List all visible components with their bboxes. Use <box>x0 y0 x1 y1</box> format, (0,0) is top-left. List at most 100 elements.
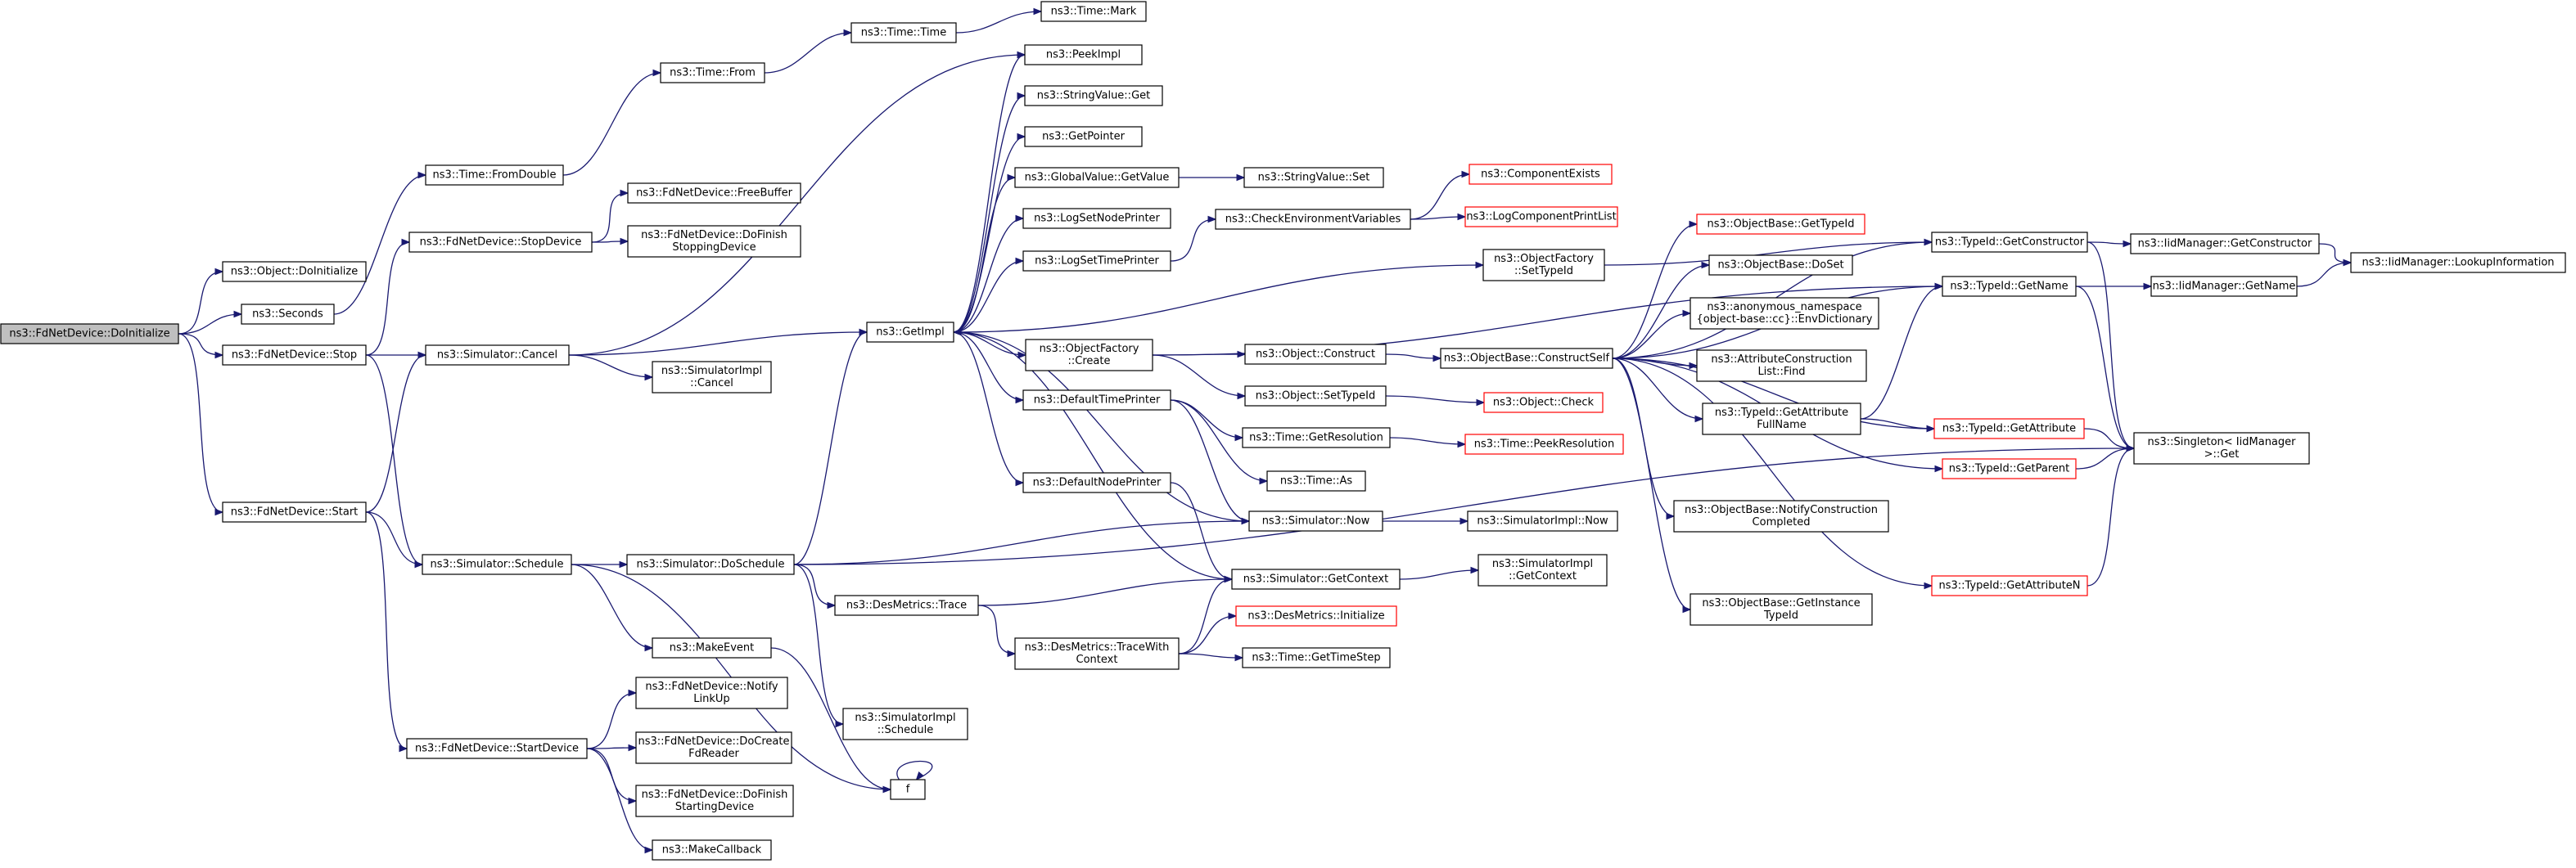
node-getTimeStep[interactable]: ns3::Time::GetTimeStep <box>1242 647 1391 668</box>
node-simNow[interactable]: ns3::Simulator::Now <box>1248 510 1383 532</box>
node-objBaseDoSet[interactable]: ns3::ObjectBase::DoSet <box>1708 254 1853 276</box>
node-getTimeStep-label: ns3::Time::GetTimeStep <box>1252 652 1380 664</box>
edge-getAttrFullName-to-typeIdGetName-line <box>1860 286 1943 420</box>
node-simImplCancel-label: ::Cancel <box>690 377 733 389</box>
node-componentExists[interactable]: ns3::ComponentExists <box>1468 164 1613 185</box>
node-simCancel[interactable]: ns3::Simulator::Cancel <box>425 344 570 366</box>
node-timeTime[interactable]: ns3::Time::Time <box>850 22 957 43</box>
edge-typeIdGetConstructor-to-iidGetConstructor-arrow <box>2123 240 2132 248</box>
node-timeFromDouble[interactable]: ns3::Time::FromDouble <box>425 164 564 186</box>
node-objectFactorySetTypeId[interactable]: ns3::ObjectFactory::SetTypeId <box>1482 249 1605 281</box>
node-stringValueSet[interactable]: ns3::StringValue::Set <box>1243 167 1384 188</box>
node-fdStart[interactable]: ns3::FdNetDevice::Start <box>222 501 367 523</box>
edge-defaultTimePrinter-to-timeAs-line <box>1170 399 1268 482</box>
node-objDoInit[interactable]: ns3::Object::DoInitialize <box>222 261 367 282</box>
node-defaultNodePrinter[interactable]: ns3::DefaultNodePrinter <box>1022 472 1171 493</box>
node-getImpl[interactable]: ns3::GetImpl <box>866 322 954 343</box>
edge-constructSelf-to-objBaseGetTypeId <box>1612 220 1699 359</box>
node-simImplGetContext[interactable]: ns3::SimulatorImpl::GetContext <box>1477 554 1608 587</box>
node-checkEnv[interactable]: ns3::CheckEnvironmentVariables <box>1215 209 1411 230</box>
node-simImplNow[interactable]: ns3::SimulatorImpl::Now <box>1467 510 1618 532</box>
edge-getImpl-to-logSetNodePrinter <box>953 214 1025 333</box>
edge-timeFromDouble-to-timeFrom-arrow <box>652 69 662 77</box>
edge-getResolution-to-peekResolution-line <box>1389 437 1466 445</box>
node-getResolution[interactable]: ns3::Time::GetResolution <box>1242 427 1391 448</box>
node-freeBuffer[interactable]: ns3::FdNetDevice::FreeBuffer <box>627 182 801 204</box>
node-objectSetTypeId[interactable]: ns3::Object::SetTypeId <box>1244 385 1387 407</box>
node-logSetNodePrinter[interactable]: ns3::LogSetNodePrinter <box>1022 208 1171 229</box>
node-constructSelf[interactable]: ns3::ObjectBase::ConstructSelf <box>1440 348 1613 369</box>
node-root[interactable]: ns3::FdNetDevice::DoInitialize <box>0 323 179 344</box>
node-objectConstruct[interactable]: ns3::Object::Construct <box>1244 344 1387 365</box>
node-notifyConstructionCompleted[interactable]: ns3::ObjectBase::NotifyConstructionCompl… <box>1673 500 1889 533</box>
edge-timeFromDouble-to-timeFrom <box>562 69 662 176</box>
edge-simGetContext-to-getImpl-line <box>953 331 1233 580</box>
edge-logSetTimePrinter-to-checkEnv-line <box>1170 218 1216 262</box>
node-desMetricsInit[interactable]: ns3::DesMetrics::Initialize <box>1235 605 1397 627</box>
node-simImplCancel[interactable]: ns3::SimulatorImpl::Cancel <box>652 361 772 394</box>
node-makeEvent[interactable]: ns3::MakeEvent <box>652 637 772 659</box>
node-startDevice[interactable]: ns3::FdNetDevice::StartDevice <box>406 738 588 759</box>
node-desMetricsTrace[interactable]: ns3::DesMetrics::Trace <box>834 595 979 616</box>
edge-desMetricsTrace-to-traceWithContext <box>977 605 1017 658</box>
node-timeAs[interactable]: ns3::Time::As <box>1266 470 1366 492</box>
node-getPointer-box <box>1024 126 1143 147</box>
node-timeFrom[interactable]: ns3::Time::From <box>660 62 765 83</box>
node-stringValueGet[interactable]: ns3::StringValue::Get <box>1024 85 1163 106</box>
edge-traceWithContext-to-desMetricsInit-line <box>1178 615 1237 654</box>
node-globalValueGetValue[interactable]: ns3::GlobalValue::GetValue <box>1014 167 1180 188</box>
node-peekImpl[interactable]: ns3::PeekImpl <box>1024 44 1143 65</box>
node-typeIdGetAttribute[interactable]: ns3::TypeId::GetAttribute <box>1933 418 2085 439</box>
edge-getImpl-to-objectFactoryCreate <box>953 331 1027 359</box>
edge-constructSelf-to-getInstanceTypeId-arrow <box>1682 605 1692 614</box>
node-typeIdGetName[interactable]: ns3::TypeId::GetName <box>1942 276 2077 297</box>
node-iidLookup-box <box>2350 252 2566 273</box>
node-typeIdGetConstructor[interactable]: ns3::TypeId::GetConstructor <box>1931 232 2088 253</box>
node-stopDevice[interactable]: ns3::FdNetDevice::StopDevice <box>408 232 593 253</box>
edge-fdStop-to-stopDevice-arrow <box>401 238 411 246</box>
node-objBaseGetTypeId[interactable]: ns3::ObjectBase::GetTypeId <box>1696 214 1865 235</box>
node-simGetContext[interactable]: ns3::Simulator::GetContext <box>1231 569 1401 590</box>
node-singletonGet[interactable]: ns3::Singleton< IidManager >::Get <box>2133 432 2310 465</box>
node-simImplSchedule[interactable]: ns3::SimulatorImpl::Schedule <box>842 708 968 740</box>
node-peekImpl-label: ns3::PeekImpl <box>1046 49 1121 61</box>
node-anonEnvDict[interactable]: ns3::anonymous_namespace{object-base::cc… <box>1690 297 1879 330</box>
node-seconds[interactable]: ns3::Seconds <box>241 304 335 325</box>
node-simImplSchedule-label: ::Schedule <box>877 724 934 736</box>
node-objBaseGetTypeId-box <box>1696 214 1865 235</box>
edge-getImpl-to-getPointer-arrow <box>1017 133 1026 141</box>
node-objectConstruct-box <box>1244 344 1387 365</box>
node-makeCallback[interactable]: ns3::MakeCallback <box>652 839 772 861</box>
node-fdStop[interactable]: ns3::FdNetDevice::Stop <box>222 344 367 366</box>
node-timeMark[interactable]: ns3::Time::Mark <box>1040 1 1147 22</box>
edge-objectFactorySetTypeId-to-typeIdGetConstructor-line <box>1604 241 1933 266</box>
node-iidGetConstructor[interactable]: ns3::IidManager::GetConstructor <box>2130 233 2320 254</box>
node-logSetTimePrinter[interactable]: ns3::LogSetTimePrinter <box>1022 250 1171 272</box>
edge-constructSelf-to-typeIdGetConstructor-arrow <box>1924 238 1933 246</box>
node-typeIdGetAttributeN[interactable]: ns3::TypeId::GetAttributeN <box>1931 575 2088 596</box>
node-objectCheck[interactable]: ns3::Object::Check <box>1483 392 1604 413</box>
node-typeIdGetParent[interactable]: ns3::TypeId::GetParent <box>1942 458 2077 479</box>
node-defaultNodePrinter-box <box>1022 472 1171 493</box>
node-simSchedule[interactable]: ns3::Simulator::Schedule <box>422 554 572 575</box>
node-iidLookup[interactable]: ns3::IidManager::LookupInformation <box>2350 252 2566 273</box>
node-getPointer[interactable]: ns3::GetPointer <box>1024 126 1143 147</box>
node-peekResolution[interactable]: ns3::Time::PeekResolution <box>1464 434 1624 455</box>
node-logComponentPrintList[interactable]: ns3::LogComponentPrintList <box>1464 206 1618 227</box>
node-peekResolution-box <box>1464 434 1624 455</box>
node-objectFactoryCreate[interactable]: ns3::ObjectFactory::Create <box>1025 339 1153 371</box>
edge-desMetricsTrace-to-traceWithContext-arrow <box>1007 650 1017 658</box>
node-f[interactable]: f <box>890 779 926 800</box>
node-doSchedule[interactable]: ns3::Simulator::DoSchedule <box>626 554 795 575</box>
edge-typeIdGetAttributeN-to-singletonGet-arrow <box>2126 444 2136 452</box>
node-iidGetName[interactable]: ns3::IidManager::GetName <box>2150 276 2298 297</box>
node-defaultTimePrinter[interactable]: ns3::DefaultTimePrinter <box>1022 389 1171 411</box>
